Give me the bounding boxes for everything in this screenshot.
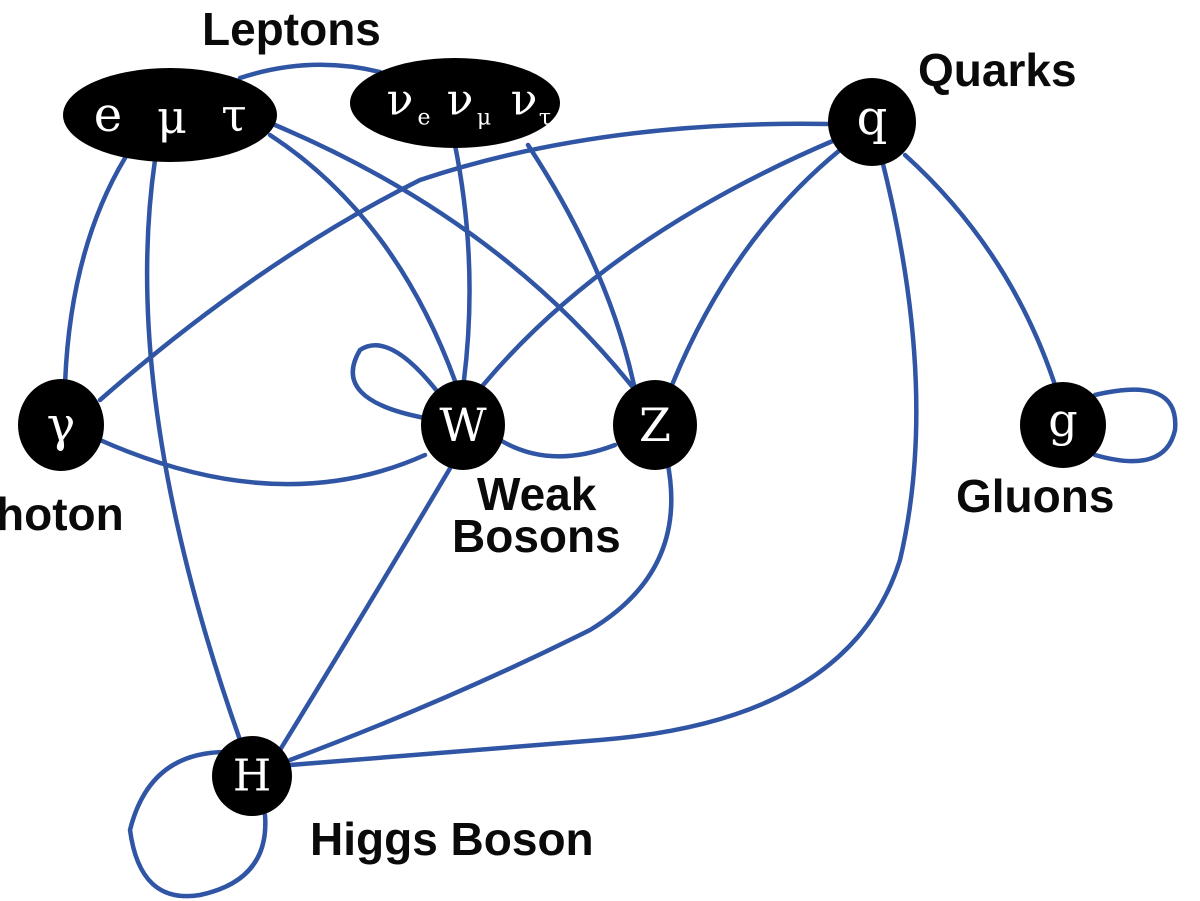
edge-leptons-neutrinos (237, 62, 383, 81)
edge-leptons-photon (62, 155, 128, 388)
symbol-z: Z (639, 398, 671, 452)
edge-quark-photon (97, 121, 833, 403)
labels: Leptons Quarks hoton Weak Bosons Gluons … (0, 3, 1114, 865)
symbol-nu-tau-sub: τ (539, 106, 551, 131)
label-quarks: Quarks (918, 44, 1077, 96)
node-charged-leptons[interactable]: e μ τ (63, 68, 277, 162)
symbol-nu-e: ν (387, 75, 414, 126)
edge-quark-gluon (902, 152, 1058, 388)
symbol-quark: q (857, 90, 888, 146)
edge-neutrinos-w (452, 142, 472, 398)
symbol-electron: e (94, 87, 122, 143)
symbol-photon: γ (47, 397, 76, 453)
symbol-nu-mu-sub: μ (477, 106, 491, 131)
symbol-muon: μ (157, 90, 187, 144)
edge-higgs-higgs-loop (127, 749, 268, 899)
node-gluon[interactable]: g (1020, 382, 1106, 468)
edge-gluon-gluon-loop (1092, 387, 1178, 464)
edge-leptons-w (267, 132, 463, 398)
node-w[interactable]: W (421, 380, 505, 470)
edge-quark-higgs (287, 157, 919, 768)
symbol-w: W (439, 398, 487, 452)
symbol-higgs: H (233, 751, 271, 802)
node-higgs[interactable]: H (212, 736, 292, 816)
node-z[interactable]: Z (613, 380, 697, 470)
node-quark[interactable]: q (828, 78, 916, 166)
label-higgs-boson: Higgs Boson (310, 813, 594, 865)
label-weak: Weak (477, 468, 597, 520)
node-neutrinos[interactable]: ν e ν μ ν τ (350, 58, 560, 148)
edge-w-z (497, 437, 618, 459)
edge-quark-z (667, 147, 843, 393)
node-photon[interactable]: γ (18, 379, 104, 471)
edge-neutrinos-z (525, 142, 638, 393)
label-leptons: Leptons (202, 3, 381, 55)
label-gluons: Gluons (956, 470, 1114, 522)
edge-z-higgs (287, 457, 674, 763)
symbol-nu-mu: ν (447, 75, 474, 126)
symbol-nu-tau: ν (511, 75, 538, 126)
symbol-nu-e-sub: e (417, 106, 430, 131)
symbol-tau: τ (221, 88, 246, 142)
symbol-gluon: g (1048, 393, 1077, 447)
edge-quark-w (472, 137, 838, 398)
edge-w-w-loop (350, 343, 443, 421)
edge-leptons-higgs (144, 157, 243, 743)
edge-w-higgs (277, 462, 455, 753)
nodes: e μ τ ν e ν μ ν τ q γ W Z (18, 58, 1106, 816)
label-bosons: Bosons (452, 510, 621, 562)
label-photon: hoton (0, 488, 124, 540)
edges (62, 62, 1178, 899)
edge-leptons-z (272, 122, 638, 393)
edge-photon-w (97, 437, 428, 487)
